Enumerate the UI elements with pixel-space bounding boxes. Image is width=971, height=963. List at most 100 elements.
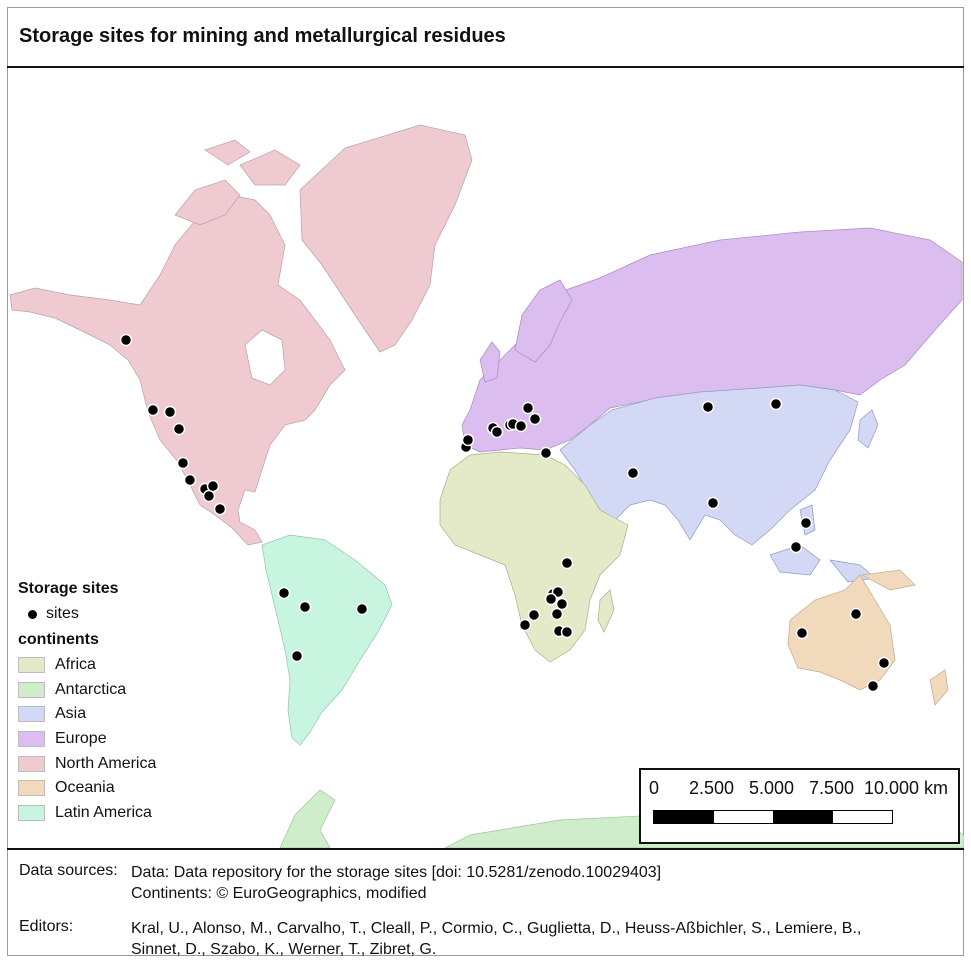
storage-site-marker[interactable] [163,405,177,419]
legend-continent-label: Antarctica [55,680,127,698]
storage-site-marker[interactable] [172,422,186,436]
region-north-america [9,194,346,546]
legend-continent-row: Africa [18,653,218,678]
storage-site-marker[interactable] [795,626,809,640]
scale-label-2500: 2.500 [689,778,735,798]
storage-site-marker[interactable] [176,456,190,470]
sources-label: Data sources: [19,862,118,879]
region-latin-america [261,534,393,746]
legend-sites-heading: Storage sites [18,580,119,597]
storage-site-marker[interactable] [849,607,863,621]
storage-site-marker[interactable] [539,446,553,460]
storage-site-marker[interactable] [290,649,304,663]
legend-continent-row: Europe [18,727,218,752]
footer-credits: Data sources: Data: Data repository for … [7,848,964,958]
sites-layer [119,333,891,693]
region-asia [559,384,859,546]
storage-site-marker[interactable] [560,556,574,570]
storage-site-marker[interactable] [490,425,504,439]
storage-site-marker[interactable] [560,625,574,639]
scale-label-0: 0 [649,778,660,798]
legend-swatch [18,731,45,748]
sources-line-2: Continents: © EuroGeographics, modified [131,885,427,902]
editors-line-1: Kral, U., Alonso, M., Carvalho, T., Clea… [131,920,862,937]
legend-continent-label: Oceania [55,779,115,797]
legend-swatch [18,755,45,772]
region-arctic-islands [174,139,301,226]
storage-site-marker[interactable] [527,608,541,622]
legend-sites-row: sites [18,602,218,627]
legend-continent-row: Antarctica [18,677,218,702]
scale-label-5000: 5.000 [749,778,795,798]
region-japan [857,409,879,449]
storage-site-marker[interactable] [298,600,312,614]
legend-swatch [18,780,45,797]
storage-site-marker[interactable] [461,433,475,447]
region-scandinavia [514,279,573,363]
storage-site-marker[interactable] [789,540,803,554]
storage-site-marker[interactable] [706,496,720,510]
storage-site-marker[interactable] [521,401,535,415]
storage-site-marker[interactable] [769,397,783,411]
legend-swatch [18,681,45,698]
world-map[interactable] [7,68,964,848]
scale-segment [832,811,892,823]
storage-site-marker[interactable] [277,586,291,600]
storage-site-marker[interactable] [555,597,569,611]
storage-site-marker[interactable] [701,400,715,414]
storage-site-marker[interactable] [213,502,227,516]
scale-segment [713,811,773,823]
scale-label-7500: 7.500 [809,778,855,798]
map-title: Storage sites for mining and metallurgic… [19,25,506,47]
legend-continent-label: Asia [55,705,87,723]
region-europe [461,227,963,453]
storage-site-marker[interactable] [146,403,160,417]
storage-site-marker[interactable] [544,592,558,606]
storage-site-marker[interactable] [518,618,532,632]
legend-continent-label: North America [55,754,157,772]
region-greenland [299,124,473,353]
storage-site-marker[interactable] [550,607,564,621]
storage-site-marker[interactable] [626,466,640,480]
storage-site-marker[interactable] [183,473,197,487]
map-frame [7,7,964,956]
region-madagascar [597,589,615,633]
storage-site-marker[interactable] [799,516,813,530]
sources-line-1: Data: Data repository for the storage si… [131,864,662,881]
scale-segment [773,811,833,823]
legend-continent-label: Europe [55,730,107,748]
legend-swatch [18,805,45,822]
legend-continents-heading: continents [18,630,99,648]
legend-sites-label: sites [46,605,79,623]
legend-swatch [18,657,45,674]
editors-line-2: Sinnet, D., Szabo, K., Werner, T., Zibre… [131,941,437,958]
legend-continent-row: Asia [18,702,218,727]
legend-swatch [18,706,45,723]
storage-site-marker[interactable] [355,602,369,616]
storage-site-marker[interactable] [866,679,880,693]
scale-segment [654,811,714,823]
region-africa [439,451,629,663]
scale-bar-graphic [653,810,893,824]
storage-site-marker[interactable] [119,333,133,347]
storage-site-marker[interactable] [514,419,528,433]
legend-continent-label: Africa [55,656,96,674]
legend-continent-row: Oceania [18,776,218,801]
scale-bar: 0 2.500 5.000 7.500 10.000 km [639,768,960,844]
storage-site-marker[interactable] [877,656,891,670]
hudson-bay [244,329,286,386]
legend-continent-row: Latin America [18,801,218,826]
title-bar: Storage sites for mining and metallurgic… [7,7,964,68]
region-se-asia-islands [769,504,876,583]
storage-site-marker[interactable] [528,412,542,426]
legend-continent-row: North America [18,751,218,776]
region-oceania [787,569,949,706]
legend-continent-label: Latin America [55,804,152,822]
editors-label: Editors: [19,918,74,935]
scale-label-10000: 10.000 km [864,778,949,798]
map-canvas[interactable] [7,68,964,848]
storage-site-marker[interactable] [206,479,220,493]
site-marker-icon [27,609,37,619]
